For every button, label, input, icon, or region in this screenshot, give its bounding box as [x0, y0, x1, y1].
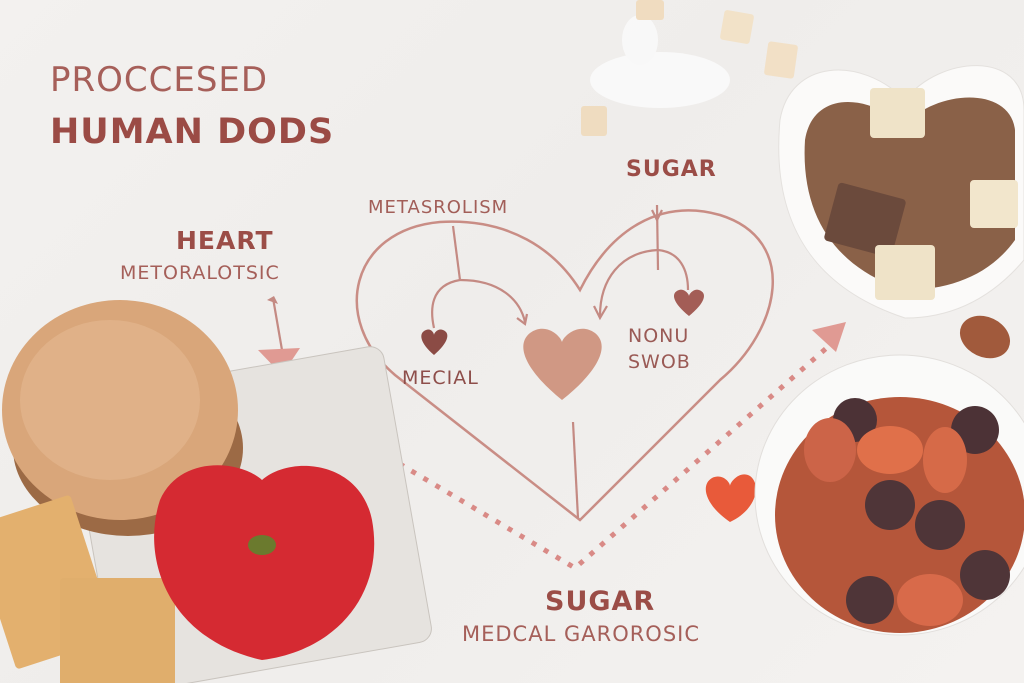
heart-bowl — [778, 65, 1024, 319]
title-line1: PROCCESED — [50, 60, 269, 100]
label-nonu-line2: SWOB — [628, 351, 691, 373]
heart-outline-diagram — [355, 209, 774, 522]
small-heart-icon — [673, 289, 705, 316]
sugar-pile — [590, 15, 730, 108]
fruit-bowl — [754, 354, 1024, 636]
label-sugar-top: SUGAR — [626, 157, 717, 182]
large-textured-heart-icon — [523, 328, 602, 400]
arrow-icon — [258, 348, 300, 375]
almond — [959, 315, 1011, 359]
label-metabolism: METASROLISM — [368, 197, 509, 218]
label-sugar-bottom: SUGAR — [545, 586, 656, 617]
sugar-cubes — [581, 0, 798, 136]
label-heart: HEART — [176, 226, 274, 255]
caramel-squares — [0, 495, 175, 683]
title-line2: HUMAN DODS — [50, 112, 335, 152]
gummy-heart — [705, 474, 756, 522]
heart-apple — [154, 465, 375, 660]
label-mecial: MECIAL — [402, 367, 479, 389]
label-sugar-bottom-sub: MEDCAL GAROROSIC — [462, 622, 701, 646]
label-heart-sub: METORALOTSIC — [120, 262, 280, 284]
arrow-icon — [812, 322, 846, 352]
small-heart-icon — [421, 329, 448, 355]
label-nonu-line1: NONU — [628, 325, 690, 347]
label-nonu: NONU SWOB — [628, 323, 691, 375]
